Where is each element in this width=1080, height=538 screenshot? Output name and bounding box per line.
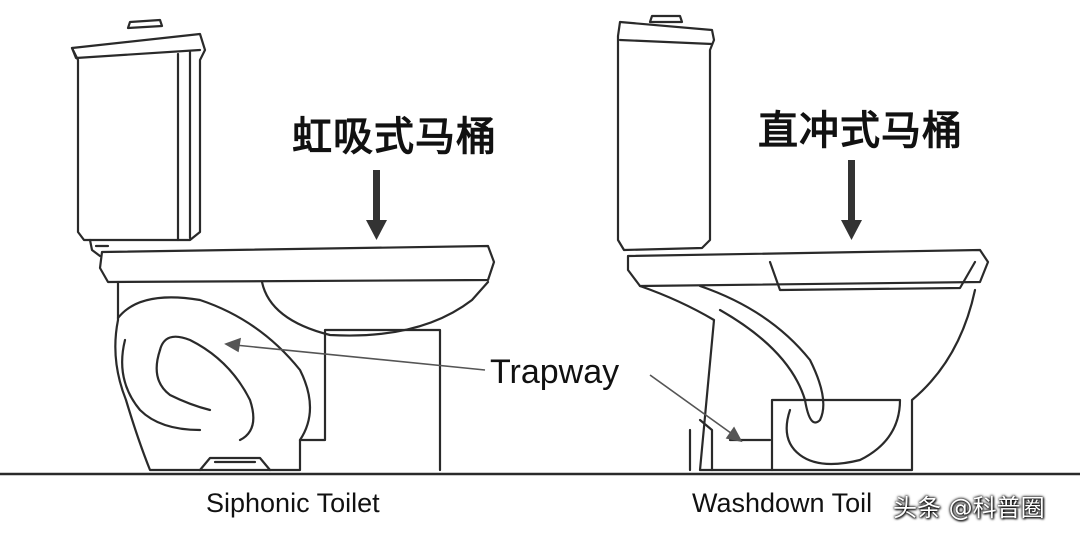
siphonic-title: 虹吸式马桶 [292, 114, 497, 160]
washdown-caption: Washdown Toil [692, 488, 873, 518]
siphonic-seat [98, 244, 496, 284]
washdown-title: 直冲式马桶 [758, 108, 963, 154]
washdown-toilet-illustration [616, 14, 990, 472]
washdown-bowl [638, 284, 977, 472]
trapway-leader-lines [224, 337, 743, 443]
washdown-tank [616, 20, 716, 252]
watermark: 头条 @科普圈 [893, 494, 1045, 522]
siphonic-caption: Siphonic Toilet [206, 488, 380, 518]
siphonic-toilet-illustration [70, 18, 496, 472]
siphonic-tank [70, 32, 207, 242]
down-arrow-icon [366, 170, 387, 240]
siphonic-bowl [114, 280, 442, 472]
trapway-label: Trapway [490, 353, 620, 391]
washdown-seat [626, 248, 990, 288]
down-arrow-icon [841, 160, 862, 240]
